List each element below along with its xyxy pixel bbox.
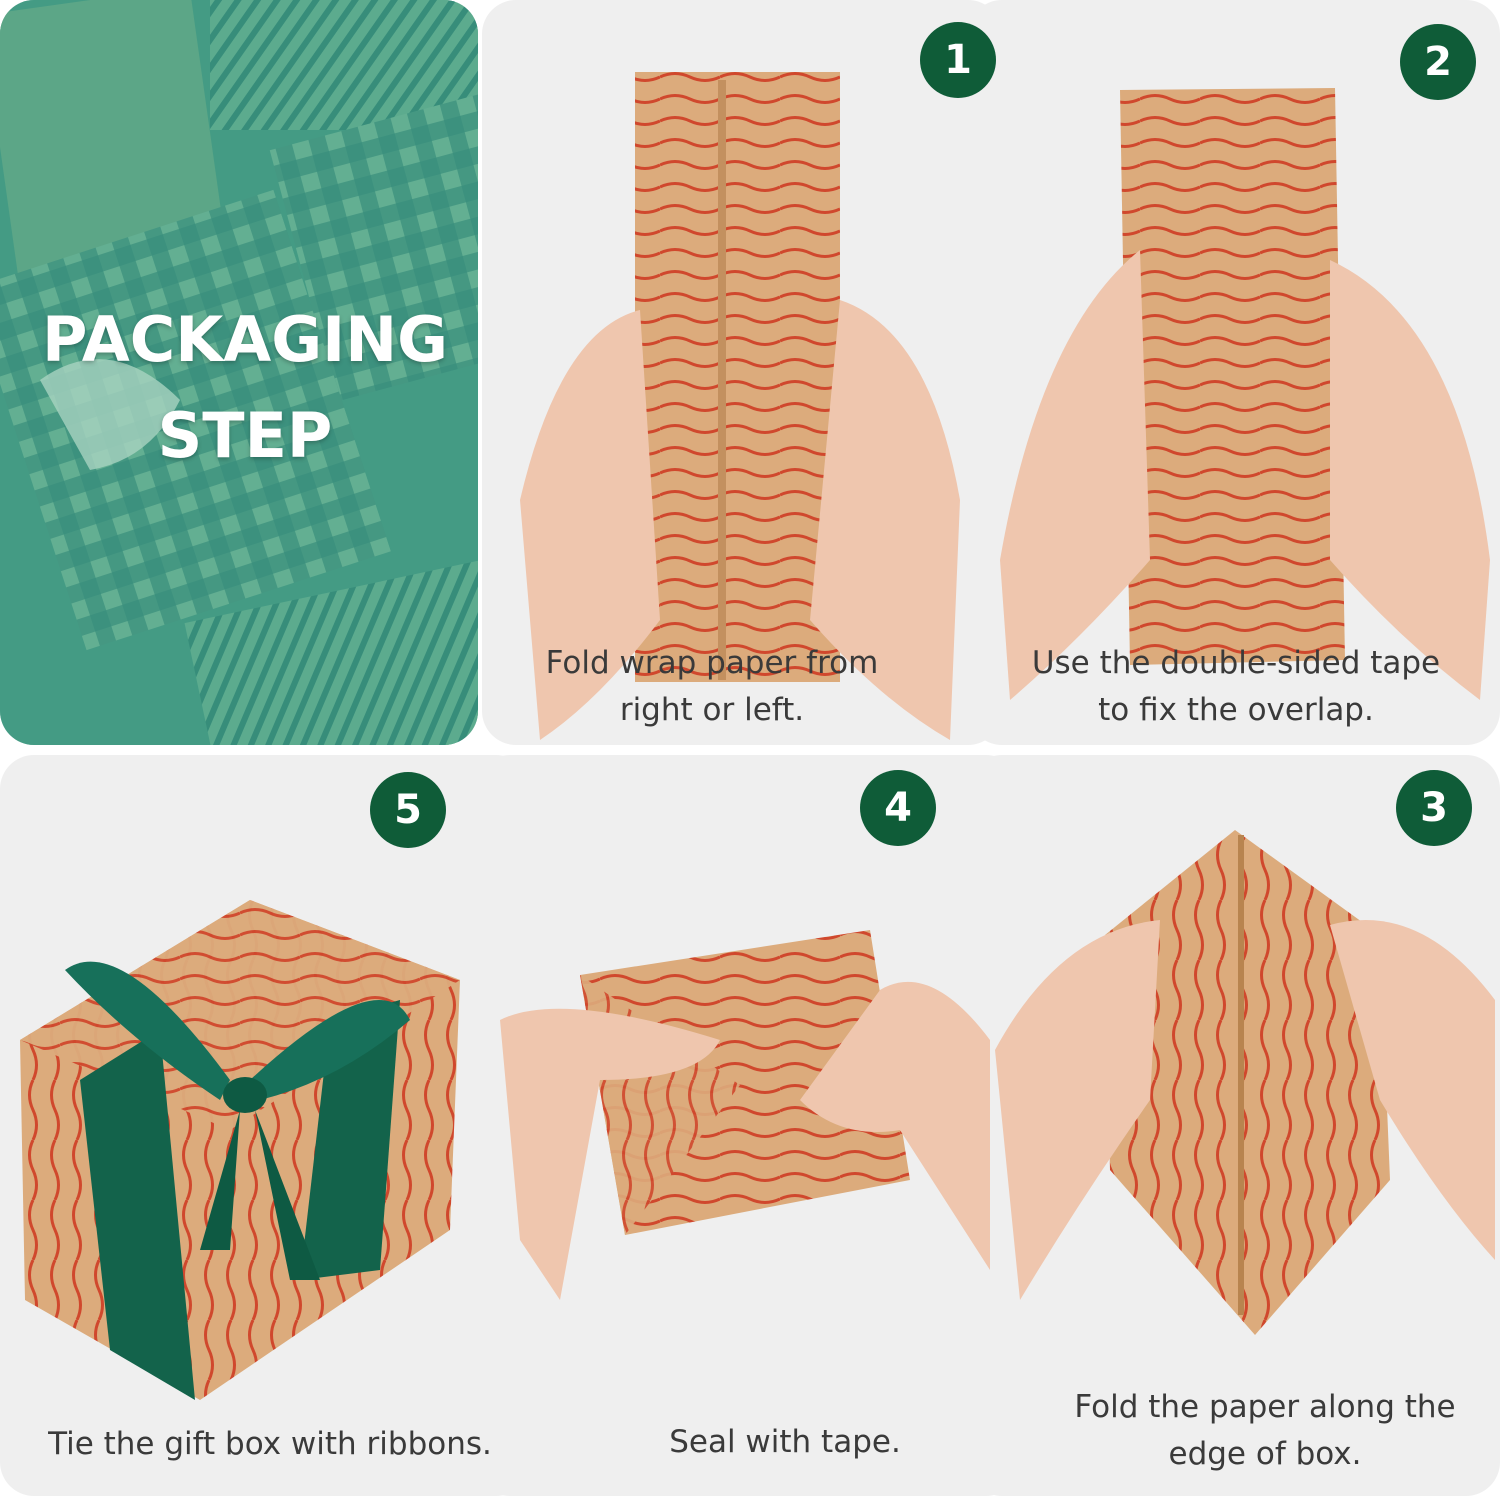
step-5-caption-line-1: Tie the gift box with ribbons. xyxy=(48,1426,492,1462)
step-1-caption: Fold wrap paper from right or left. xyxy=(482,640,942,734)
step-4-caption-line-1: Seal with tape. xyxy=(669,1424,901,1460)
step-3-caption-line-1: Fold the paper along the xyxy=(1074,1389,1456,1425)
step-2-caption: Use the double-sided tape to fix the ove… xyxy=(968,640,1500,734)
step-5-badge: 5 xyxy=(370,772,446,848)
step-3-photo xyxy=(995,830,1495,1335)
step-5-caption: Tie the gift box with ribbons. xyxy=(0,1421,540,1468)
step-4-caption: Seal with tape. xyxy=(530,1419,1040,1466)
title-line-2: STEP xyxy=(157,399,333,472)
step-3-badge: 3 xyxy=(1396,770,1472,846)
gift-collage-image xyxy=(0,0,478,745)
step-2-caption-line-1: Use the double-sided tape xyxy=(1031,645,1441,681)
step-4-photo xyxy=(500,930,990,1300)
step-2-photo xyxy=(1000,88,1490,700)
packaging-step-title: PACKAGING STEP xyxy=(0,292,490,484)
step-2-caption-line-2: to fix the overlap. xyxy=(1098,692,1374,728)
step-1-caption-line-2: right or left. xyxy=(619,692,805,728)
step-2-badge: 2 xyxy=(1400,24,1476,100)
step-5-photo xyxy=(20,900,460,1400)
step-3-caption: Fold the paper along the edge of box. xyxy=(1030,1384,1500,1478)
step-1-caption-line-1: Fold wrap paper from xyxy=(545,645,879,681)
step-1-badge: 1 xyxy=(920,22,996,98)
title-line-1: PACKAGING xyxy=(42,303,448,376)
step-3-caption-line-2: edge of box. xyxy=(1168,1436,1362,1472)
step-1-photo xyxy=(520,72,960,740)
step-4-badge: 4 xyxy=(860,770,936,846)
